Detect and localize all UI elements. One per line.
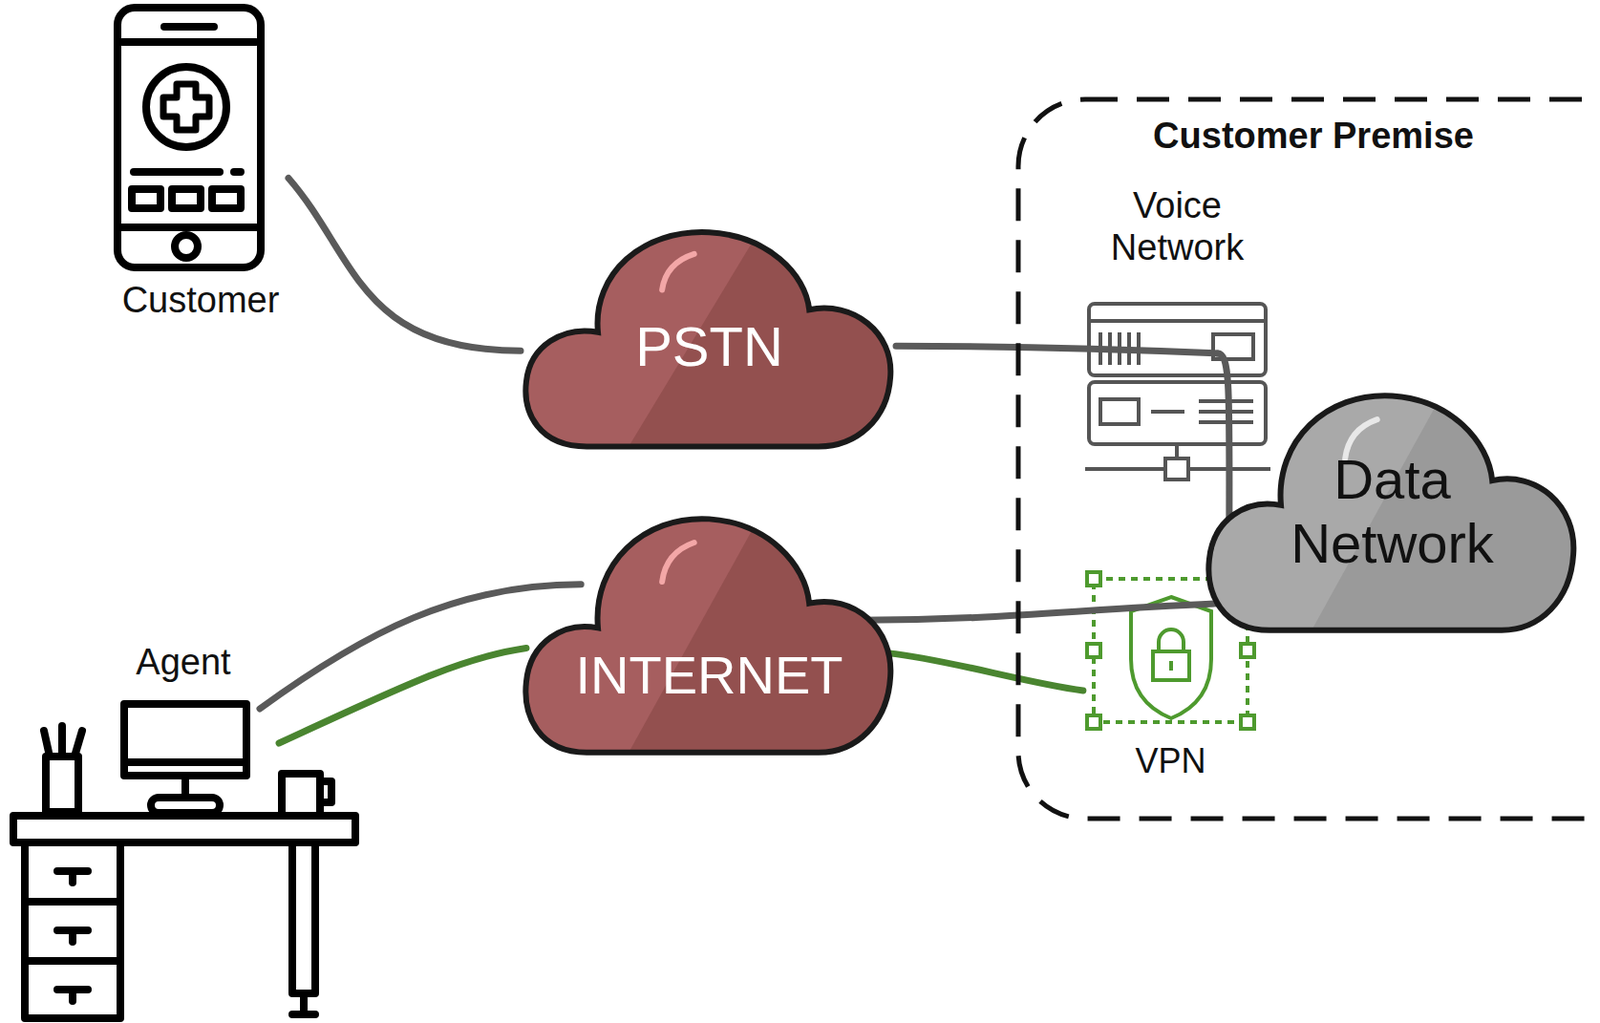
network-link <box>288 178 521 352</box>
data-network-cloud: Data Network <box>1203 382 1581 639</box>
desk-icon-part <box>45 756 79 812</box>
premise-boundary: Customer PremiseVoice NetworkData Networ… <box>1015 96 1600 822</box>
desk-icon-part <box>24 842 121 1019</box>
network-link <box>896 345 1218 354</box>
node-label: INTERNET <box>520 644 898 706</box>
phone-icon-part <box>122 38 256 46</box>
desk-icon-part <box>124 704 247 776</box>
dashed-boundary-line <box>1018 99 1600 819</box>
server-icon-part <box>1088 382 1266 445</box>
desk-icon-part <box>150 797 220 813</box>
network-link <box>888 653 1084 691</box>
server-icon-part <box>1151 409 1185 414</box>
vpn-gateway: VPN <box>1081 566 1260 787</box>
server-icon-part <box>1165 458 1189 480</box>
desk-icon-part <box>57 871 88 883</box>
network-link <box>860 603 1219 620</box>
node-label: PSTN <box>520 315 898 380</box>
desk-icon-part <box>124 758 247 767</box>
server-icon-part <box>1088 319 1266 323</box>
cloud-outline <box>520 505 898 761</box>
phone-icon-part <box>146 66 227 148</box>
vpn-icon-part <box>1158 629 1184 652</box>
desk-icon-part <box>57 989 88 1002</box>
phone-icon-part <box>164 22 214 31</box>
server-icon-part <box>1174 444 1179 459</box>
vpn-icon-part <box>1087 643 1101 658</box>
vpn-icon-part <box>1152 651 1190 681</box>
agent-desk: Agent <box>10 640 360 1023</box>
server-icon-part <box>1088 303 1266 376</box>
vpn-icon-part <box>1087 715 1101 729</box>
desk-icon-part <box>43 730 50 757</box>
phone-icon-part <box>131 189 161 209</box>
phone-icon-part <box>174 234 198 258</box>
desk-icon-part <box>58 725 66 757</box>
vpn-icon-part <box>1240 715 1255 729</box>
phone-icon-part <box>117 7 261 268</box>
desk-icon-part <box>24 957 121 965</box>
node-label: Customer <box>105 279 297 322</box>
desk-icon <box>13 704 356 1019</box>
phone-icon <box>117 7 261 268</box>
vpn-icon-part <box>1169 661 1174 671</box>
desk-icon-part <box>292 993 316 1015</box>
phone-icon-part <box>234 168 241 176</box>
voice-network: Voice Network <box>1081 191 1274 491</box>
node-label: Data Network <box>1241 448 1543 576</box>
customer-device: Customer <box>105 4 297 320</box>
phone-icon-part <box>212 189 241 209</box>
vpn-icon-part <box>1130 597 1212 719</box>
desk-icon-part <box>281 773 320 816</box>
phone-icon-part <box>163 84 210 130</box>
node-label: Voice Network <box>1081 185 1274 269</box>
network-link <box>278 648 527 744</box>
vpn-icon-part <box>1087 572 1101 586</box>
cloud-highlight <box>661 254 695 291</box>
desk-icon-part <box>292 842 316 994</box>
node-label: VPN <box>1081 741 1260 781</box>
network-link <box>1217 353 1230 541</box>
cloud-highlight <box>661 542 695 582</box>
cloud-border <box>1208 395 1574 631</box>
server-icon-part <box>1085 467 1166 471</box>
internet-cloud: INTERNET <box>520 505 898 761</box>
phone-icon-part <box>133 168 220 176</box>
phone-icon-part <box>122 223 256 232</box>
desk-icon-part <box>13 815 356 843</box>
node-label: Customer Premise <box>1015 115 1600 158</box>
phone-icon-part <box>171 189 201 209</box>
pstn-cloud: PSTN <box>520 219 898 454</box>
server-icon-part <box>1100 399 1139 425</box>
desk-icon-part <box>57 930 88 942</box>
desk-icon-part <box>74 730 83 757</box>
vpn-icon-part <box>1240 643 1255 658</box>
server-icon <box>1085 303 1271 480</box>
desk-icon-part <box>320 781 332 803</box>
node-label: Agent <box>87 641 279 684</box>
cloud-border <box>525 518 891 753</box>
desk-icon-part <box>24 897 121 906</box>
cloud-shade <box>624 505 898 761</box>
